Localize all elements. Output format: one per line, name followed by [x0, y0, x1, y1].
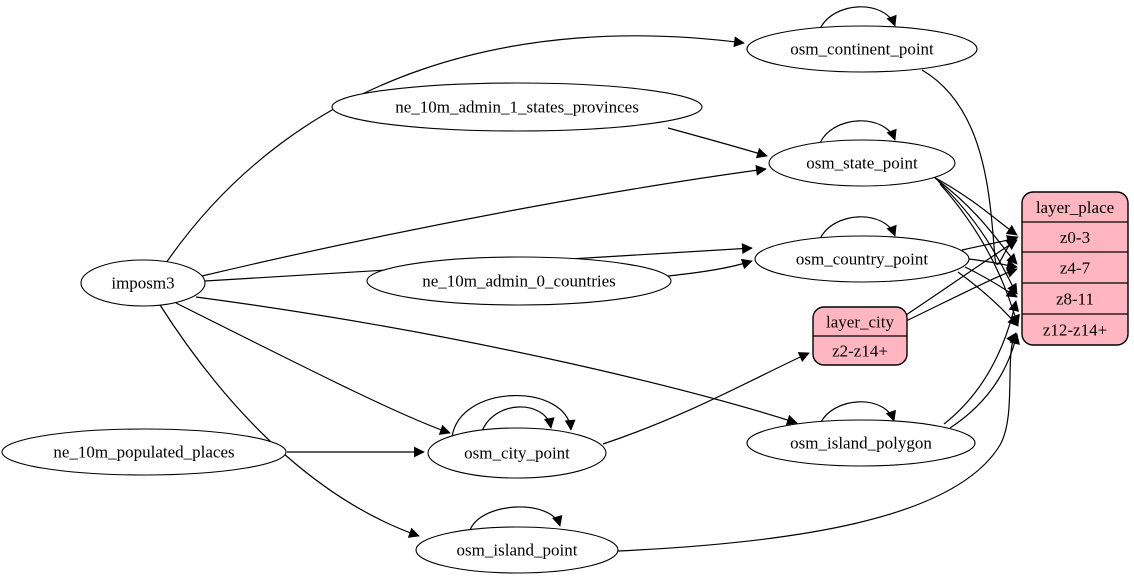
node-label-ne_10m_populated_places: ne_10m_populated_places [53, 443, 234, 462]
record-row-layer_place-z0-3: z0-3 [1060, 228, 1090, 247]
node-imposm3: imposm3 [80, 259, 206, 307]
edge-selfloop-osm_city_point-outer [451, 395, 576, 438]
node-shape-osm_island_point [415, 526, 619, 574]
edge-imposm3-to-osm_island_polygon [195, 296, 798, 426]
edge-osm_country_point-to-layer_place-z4-7 [967, 258, 1018, 271]
record-title-layer_place: layer_place [1036, 198, 1114, 217]
edge-selfloop-osm_island_point-self [469, 506, 563, 531]
record-row-layer_place-z4-7: z4-7 [1060, 259, 1091, 278]
edge-osm_state_point-to-layer_place-z0-3 [929, 174, 1018, 236]
edge-selfloop-osm_state_point-self [819, 120, 897, 144]
edge-layer_city-to-layer_place-z4-7 [905, 267, 1018, 322]
edge-osm_island_polygon-to-layer_place-z8-11 [943, 300, 1020, 425]
node-osm_island_point: osm_island_point [415, 526, 619, 574]
node-shape-imposm3 [80, 259, 206, 307]
node-label-osm_city_point: osm_city_point [464, 444, 570, 463]
edge-osm_continent_point-to-layer_place-z0-3 [921, 69, 1019, 265]
node-shape-osm_city_point [427, 427, 607, 479]
node-shape-ne_10m_populated_places [1, 428, 287, 476]
edge-selfloop-osm_city_point-inner [480, 406, 555, 435]
node-label-osm_country_point: osm_country_point [796, 250, 928, 269]
edge-ne_10m_admin_1_states_provinces-to-osm_state_point [667, 127, 768, 159]
node-ne_10m_admin_0_countries: ne_10m_admin_0_countries [366, 256, 672, 306]
record-row-layer_place-z8-11: z8-11 [1056, 290, 1094, 309]
node-osm_island_polygon: osm_island_polygon [746, 419, 976, 467]
edge-osm_state_point-to-layer_place-z8-11 [937, 180, 1018, 295]
node-label-osm_island_point: osm_island_point [457, 541, 578, 560]
edge-osm_country_point-to-layer_place-z0-3 [961, 235, 1018, 251]
edge-selfloop-osm_continent_point-self [819, 6, 897, 30]
node-shape-ne_10m_admin_1_states_provinces [331, 82, 703, 132]
node-shape-osm_state_point [768, 139, 956, 187]
edge-selfloop-osm_island_polygon-self [819, 401, 896, 425]
edge-imposm3-to-osm_state_point [201, 164, 767, 277]
record-row-layer_place-z12-z14+: z12-z14+ [1043, 321, 1107, 340]
node-osm_continent_point: osm_continent_point [746, 25, 978, 73]
node-shape-osm_continent_point [746, 25, 978, 73]
node-label-osm_island_polygon: osm_island_polygon [790, 434, 932, 453]
edge-osm_state_point-to-layer_place-z4-7 [934, 177, 1018, 265]
node-label-imposm3: imposm3 [111, 274, 174, 293]
node-label-ne_10m_admin_0_countries: ne_10m_admin_0_countries [422, 272, 616, 291]
node-ne_10m_populated_places: ne_10m_populated_places [1, 428, 287, 476]
edge-selfloop-osm_country_point-self [819, 216, 897, 240]
node-layer_city: layer_city z2-z14+ [812, 306, 908, 366]
node-ne_10m_admin_1_states_provinces: ne_10m_admin_1_states_provinces [331, 82, 703, 132]
node-layer_place: layer_place z0-3 z4-7 z8-11 z12-z14+ [1021, 191, 1129, 346]
edge-osm_country_point-to-layer_place-z12-z14+ [957, 271, 1019, 327]
node-shape-osm_country_point [754, 235, 970, 283]
node-label-osm_state_point: osm_state_point [806, 154, 918, 173]
node-shape-layer_place [1021, 191, 1129, 346]
edge-imposm3-to-osm_island_point [159, 304, 420, 538]
edge-imposm3-to-osm_continent_point [165, 35, 745, 264]
edge-ne_10m_admin_0_countries-to-osm_country_point [667, 258, 753, 277]
node-osm_city_point: osm_city_point [427, 427, 607, 479]
node-osm_state_point: osm_state_point [768, 139, 956, 187]
record-title-layer_city: layer_city [826, 313, 894, 332]
edge-osm_country_point-to-layer_place-z8-11 [964, 266, 1018, 298]
edge-imposm3-to-osm_city_point [175, 302, 451, 435]
node-shape-ne_10m_admin_0_countries [366, 256, 672, 306]
node-shape-osm_island_polygon [746, 419, 976, 467]
edge-osm_island_point-to-layer_place-z12-z14+ [617, 332, 1017, 552]
node-label-osm_continent_point: osm_continent_point [790, 40, 934, 59]
edge-osm_city_point-to-layer_city-z2-z14+ [602, 352, 810, 445]
node-label-ne_10m_admin_1_states_provinces: ne_10m_admin_1_states_provinces [395, 98, 639, 117]
node-osm_country_point: osm_country_point [754, 235, 970, 283]
edge-layer_city-to-layer_place-z0-3 [905, 239, 1018, 316]
record-row-layer_city-z2-z14+: z2-z14+ [832, 342, 888, 361]
